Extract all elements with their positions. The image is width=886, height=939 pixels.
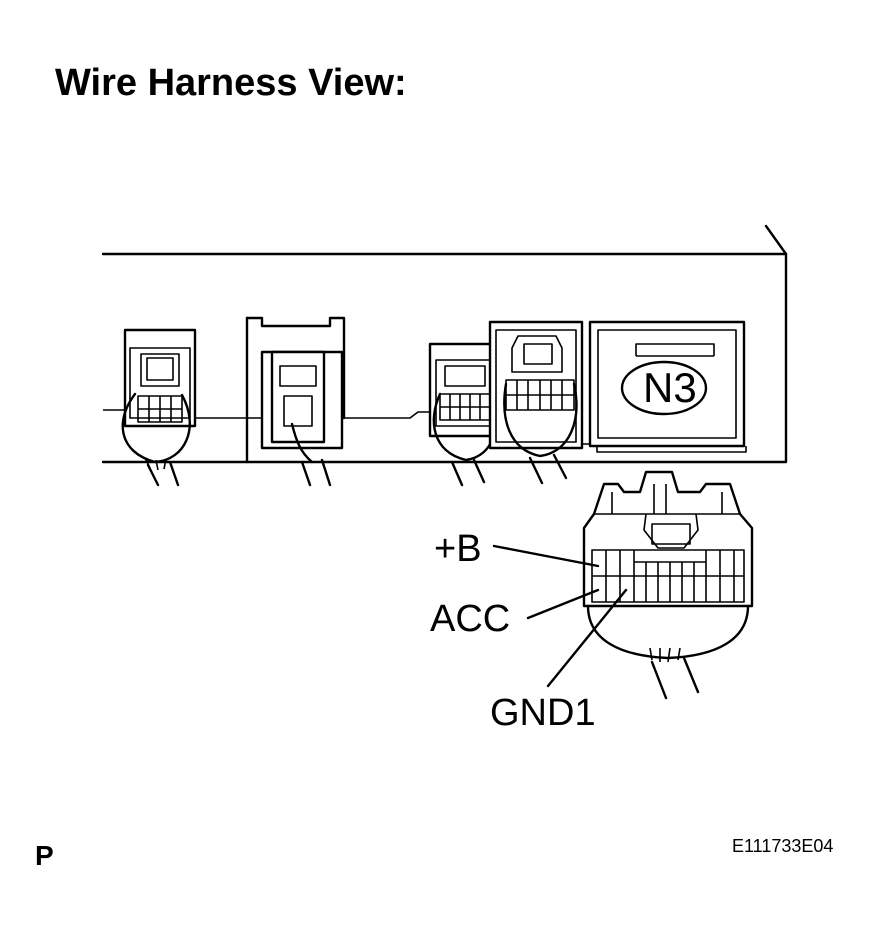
b-plus-leader-line <box>492 544 600 568</box>
mounted-connector-4 <box>488 320 584 485</box>
mounted-connector-3 <box>428 342 502 487</box>
b-plus-terminal-label: +B <box>434 528 482 570</box>
gnd1-terminal-label: GND1 <box>490 692 596 734</box>
gnd1-leader-line <box>546 588 628 688</box>
diagram-title: Wire Harness View: <box>55 62 407 104</box>
acc-leader-line <box>526 588 600 620</box>
page-letter: P <box>35 840 54 871</box>
connector-id-label: N3 <box>643 364 697 411</box>
acc-terminal-label: ACC <box>430 598 511 640</box>
n3-plug <box>582 470 754 700</box>
mounted-connector-2 <box>245 316 346 487</box>
n3-receptacle <box>588 320 746 448</box>
mounted-connector-1 <box>121 328 197 487</box>
terminal-leader-lines <box>492 544 628 688</box>
figure-id: E111733E04 <box>732 836 834 856</box>
unit-housing <box>101 224 788 464</box>
